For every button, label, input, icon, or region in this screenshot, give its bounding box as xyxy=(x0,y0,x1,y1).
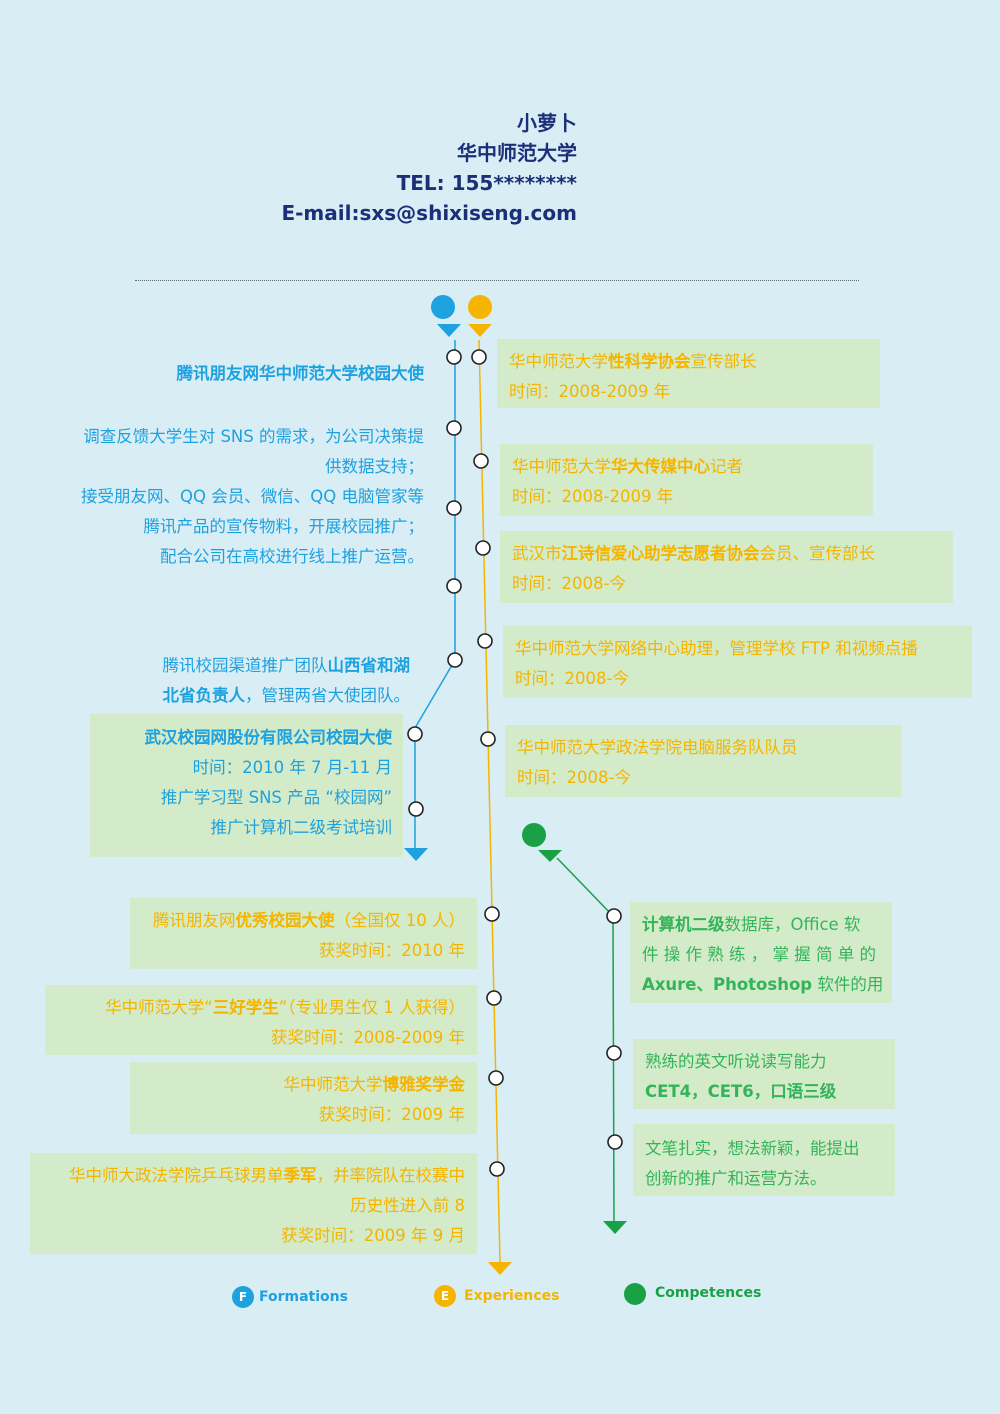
team-leader-text: 腾讯校园渠道推广团队山西省和湖 北省负责人，管理两省大使团队。 xyxy=(162,656,411,705)
award-item: 华中师大政法学院乒乓球男单季军，并率院队在校赛中 历史性进入前 8 获奖时间：2… xyxy=(30,1153,477,1254)
formations-legend-label: Formations xyxy=(259,1289,348,1305)
competence-item: 文笔扎实，想法新颖，能提出 创新的推广和运营方法。 xyxy=(633,1124,895,1196)
ambassador-duties: 调查反馈大学生对 SNS 的需求，为公司决策提 供数据支持； 接受朋友网、QQ … xyxy=(81,427,424,566)
competences-legend-label: Competences xyxy=(655,1285,762,1301)
experiences-legend-icon: E xyxy=(434,1285,456,1307)
experiences-end-arrow-icon xyxy=(488,1262,512,1275)
experience-item: 华中师范大学华大传媒中心记者 时间：2008-2009 年 xyxy=(500,444,873,516)
experiences-dot-icon xyxy=(468,295,492,319)
award-item: 腾讯朋友网优秀校园大使（全国仅 10 人） 获奖时间：2010 年 xyxy=(130,898,477,969)
competence-item: 计算机二级数据库，Office 软 件 操 作 熟 练 ， 掌 握 简 单 的 … xyxy=(630,902,892,1003)
ambassador-title: 腾讯朋友网华中师范大学校园大使 xyxy=(176,364,425,383)
email-address: E-mail:sxs@shixiseng.com xyxy=(281,201,577,225)
experience-item: 华中师范大学性科学协会宣传部长 时间：2008-2009 年 xyxy=(497,339,880,408)
campus-net-box: 武汉校园网股份有限公司校园大使 时间：2010 年 7 月-11 月 推广学习型… xyxy=(90,714,403,857)
experiences-arrow-icon xyxy=(468,324,492,337)
experiences-legend-label: Experiences xyxy=(464,1288,560,1304)
contact-header: 小萝卜 华中师范大学 TEL: 155******** E-mail:sxs@s… xyxy=(281,108,577,228)
competences-arrow-icon xyxy=(538,850,562,862)
award-item: 华中师范大学博雅奖学金 获奖时间：2009 年 xyxy=(130,1062,477,1134)
candidate-name: 小萝卜 xyxy=(517,111,577,135)
competences-legend-icon xyxy=(624,1283,646,1305)
experience-item: 华中师范大学政法学院电脑服务队队员 时间：2008-今 xyxy=(505,725,901,797)
formations-dot-icon xyxy=(431,295,455,319)
formations-arrow-icon xyxy=(437,324,461,337)
dotted-divider xyxy=(135,280,859,281)
competences-end-arrow-icon xyxy=(603,1221,627,1234)
campus-net-text: 武汉校园网股份有限公司校园大使 时间：2010 年 7 月-11 月 推广学习型… xyxy=(144,728,393,837)
experience-item: 武汉市江诗信爱心助学志愿者协会会员、宣传部长 时间：2008-今 xyxy=(500,531,953,603)
competences-dot-icon xyxy=(522,823,546,847)
school-name: 华中师范大学 xyxy=(457,141,577,165)
award-item: 华中师范大学“三好学生”（专业男生仅 1 人获得） 获奖时间：2008-2009… xyxy=(45,985,477,1055)
formations-end-arrow-icon xyxy=(404,848,428,861)
competence-item: 熟练的英文听说读写能力 CET4，CET6，口语三级 xyxy=(633,1039,895,1109)
formations-legend-icon: F xyxy=(232,1286,254,1308)
experience-item: 华中师范大学网络中心助理，管理学校 FTP 和视频点播 时间：2008-今 xyxy=(503,626,972,698)
phone-number: TEL: 155******** xyxy=(396,171,577,195)
